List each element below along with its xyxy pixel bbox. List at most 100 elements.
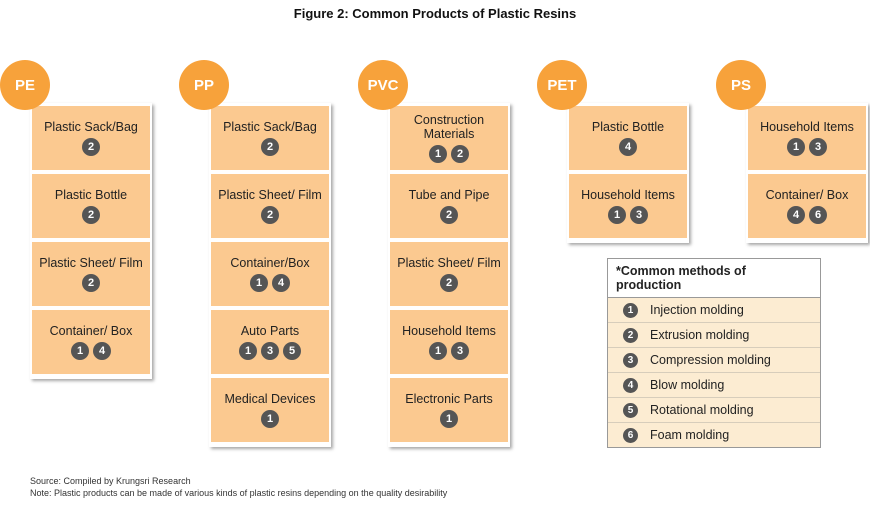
- legend-label: Foam molding: [650, 428, 730, 442]
- method-number-badge: 3: [809, 138, 827, 156]
- legend-title: *Common methods of production: [608, 259, 820, 298]
- product-label: Medical Devices: [224, 392, 316, 406]
- legend-row: 1 Injection molding: [608, 298, 820, 323]
- legend-label: Extrusion molding: [650, 328, 750, 342]
- product-card: Tube and Pipe 2: [390, 174, 508, 238]
- legend-row: 5 Rotational molding: [608, 398, 820, 423]
- resin-badge: PVC: [358, 60, 408, 110]
- legend-row: 4 Blow molding: [608, 373, 820, 398]
- resin-badge: PS: [716, 60, 766, 110]
- method-number-badge: 4: [623, 377, 638, 393]
- method-badges: 2: [82, 274, 100, 292]
- product-label: Household Items: [402, 324, 496, 338]
- method-number-badge: 2: [440, 206, 458, 224]
- legend-label: Rotational molding: [650, 403, 754, 417]
- method-number-badge: 4: [787, 206, 805, 224]
- method-number-badge: 3: [451, 342, 469, 360]
- product-card: Plastic Bottle 4: [569, 106, 687, 170]
- method-number-badge: 4: [93, 342, 111, 360]
- legend-row: 2 Extrusion molding: [608, 323, 820, 348]
- product-label: Container/ Box: [49, 324, 133, 338]
- product-card: Plastic Sheet/ Film 2: [32, 242, 150, 306]
- figure-title: Figure 2: Common Products of Plastic Res…: [293, 6, 577, 21]
- method-number-badge: 2: [82, 206, 100, 224]
- product-card: Plastic Sack/Bag 2: [32, 106, 150, 170]
- method-number-badge: 2: [82, 138, 100, 156]
- product-label: Household Items: [581, 188, 675, 202]
- method-number-badge: 1: [608, 206, 626, 224]
- method-number-badge: 1: [261, 410, 279, 428]
- legend-label: Compression molding: [650, 353, 771, 367]
- resin-badge: PE: [0, 60, 50, 110]
- resin-badge: PET: [537, 60, 587, 110]
- method-number-badge: 6: [623, 427, 638, 443]
- product-card: Medical Devices 1: [211, 378, 329, 442]
- method-badges: 2: [440, 206, 458, 224]
- product-card: Electronic Parts 1: [390, 378, 508, 442]
- method-badges: 4: [619, 138, 637, 156]
- legend-label: Blow molding: [650, 378, 725, 392]
- resin-badge: PP: [179, 60, 229, 110]
- product-label: Plastic Sheet/ Film: [39, 256, 143, 270]
- method-number-badge: 1: [71, 342, 89, 360]
- method-number-badge: 5: [283, 342, 301, 360]
- product-label: Plastic Sheet/ Film: [218, 188, 322, 202]
- product-label: Auto Parts: [240, 324, 300, 338]
- product-label: Plastic Sheet/ Film: [397, 256, 501, 270]
- method-number-badge: 1: [429, 342, 447, 360]
- footnote: Note: Plastic products can be made of va…: [30, 488, 448, 498]
- product-label: Household Items: [760, 120, 854, 134]
- method-number-badge: 2: [623, 327, 638, 343]
- method-number-badge: 1: [440, 410, 458, 428]
- legend-label: Injection molding: [650, 303, 744, 317]
- method-badges: 2: [261, 206, 279, 224]
- product-card: Plastic Sheet/ Film 2: [211, 174, 329, 238]
- product-label: Container/Box: [230, 256, 310, 270]
- method-number-badge: 2: [261, 206, 279, 224]
- product-label: Plastic Bottle: [591, 120, 665, 134]
- product-label: Construction Materials: [413, 113, 485, 141]
- methods-legend: *Common methods of production 1 Injection…: [607, 258, 821, 448]
- method-number-badge: 4: [272, 274, 290, 292]
- method-number-badge: 1: [623, 302, 638, 318]
- product-label: Plastic Bottle: [54, 188, 128, 202]
- method-number-badge: 6: [809, 206, 827, 224]
- method-number-badge: 1: [250, 274, 268, 292]
- source-note: Source: Compiled by Krungsri Research: [30, 476, 191, 486]
- method-badges: 1: [261, 410, 279, 428]
- product-label: Tube and Pipe: [408, 188, 490, 202]
- method-number-badge: 1: [239, 342, 257, 360]
- product-card: Plastic Bottle 2: [32, 174, 150, 238]
- product-label: Electronic Parts: [405, 392, 493, 406]
- method-number-badge: 2: [82, 274, 100, 292]
- method-number-badge: 3: [630, 206, 648, 224]
- product-label: Plastic Sack/Bag: [44, 120, 138, 134]
- product-label: Container/ Box: [765, 188, 849, 202]
- method-number-badge: 1: [787, 138, 805, 156]
- method-number-badge: 5: [623, 402, 638, 418]
- method-number-badge: 2: [451, 145, 469, 163]
- method-badges: 2: [82, 138, 100, 156]
